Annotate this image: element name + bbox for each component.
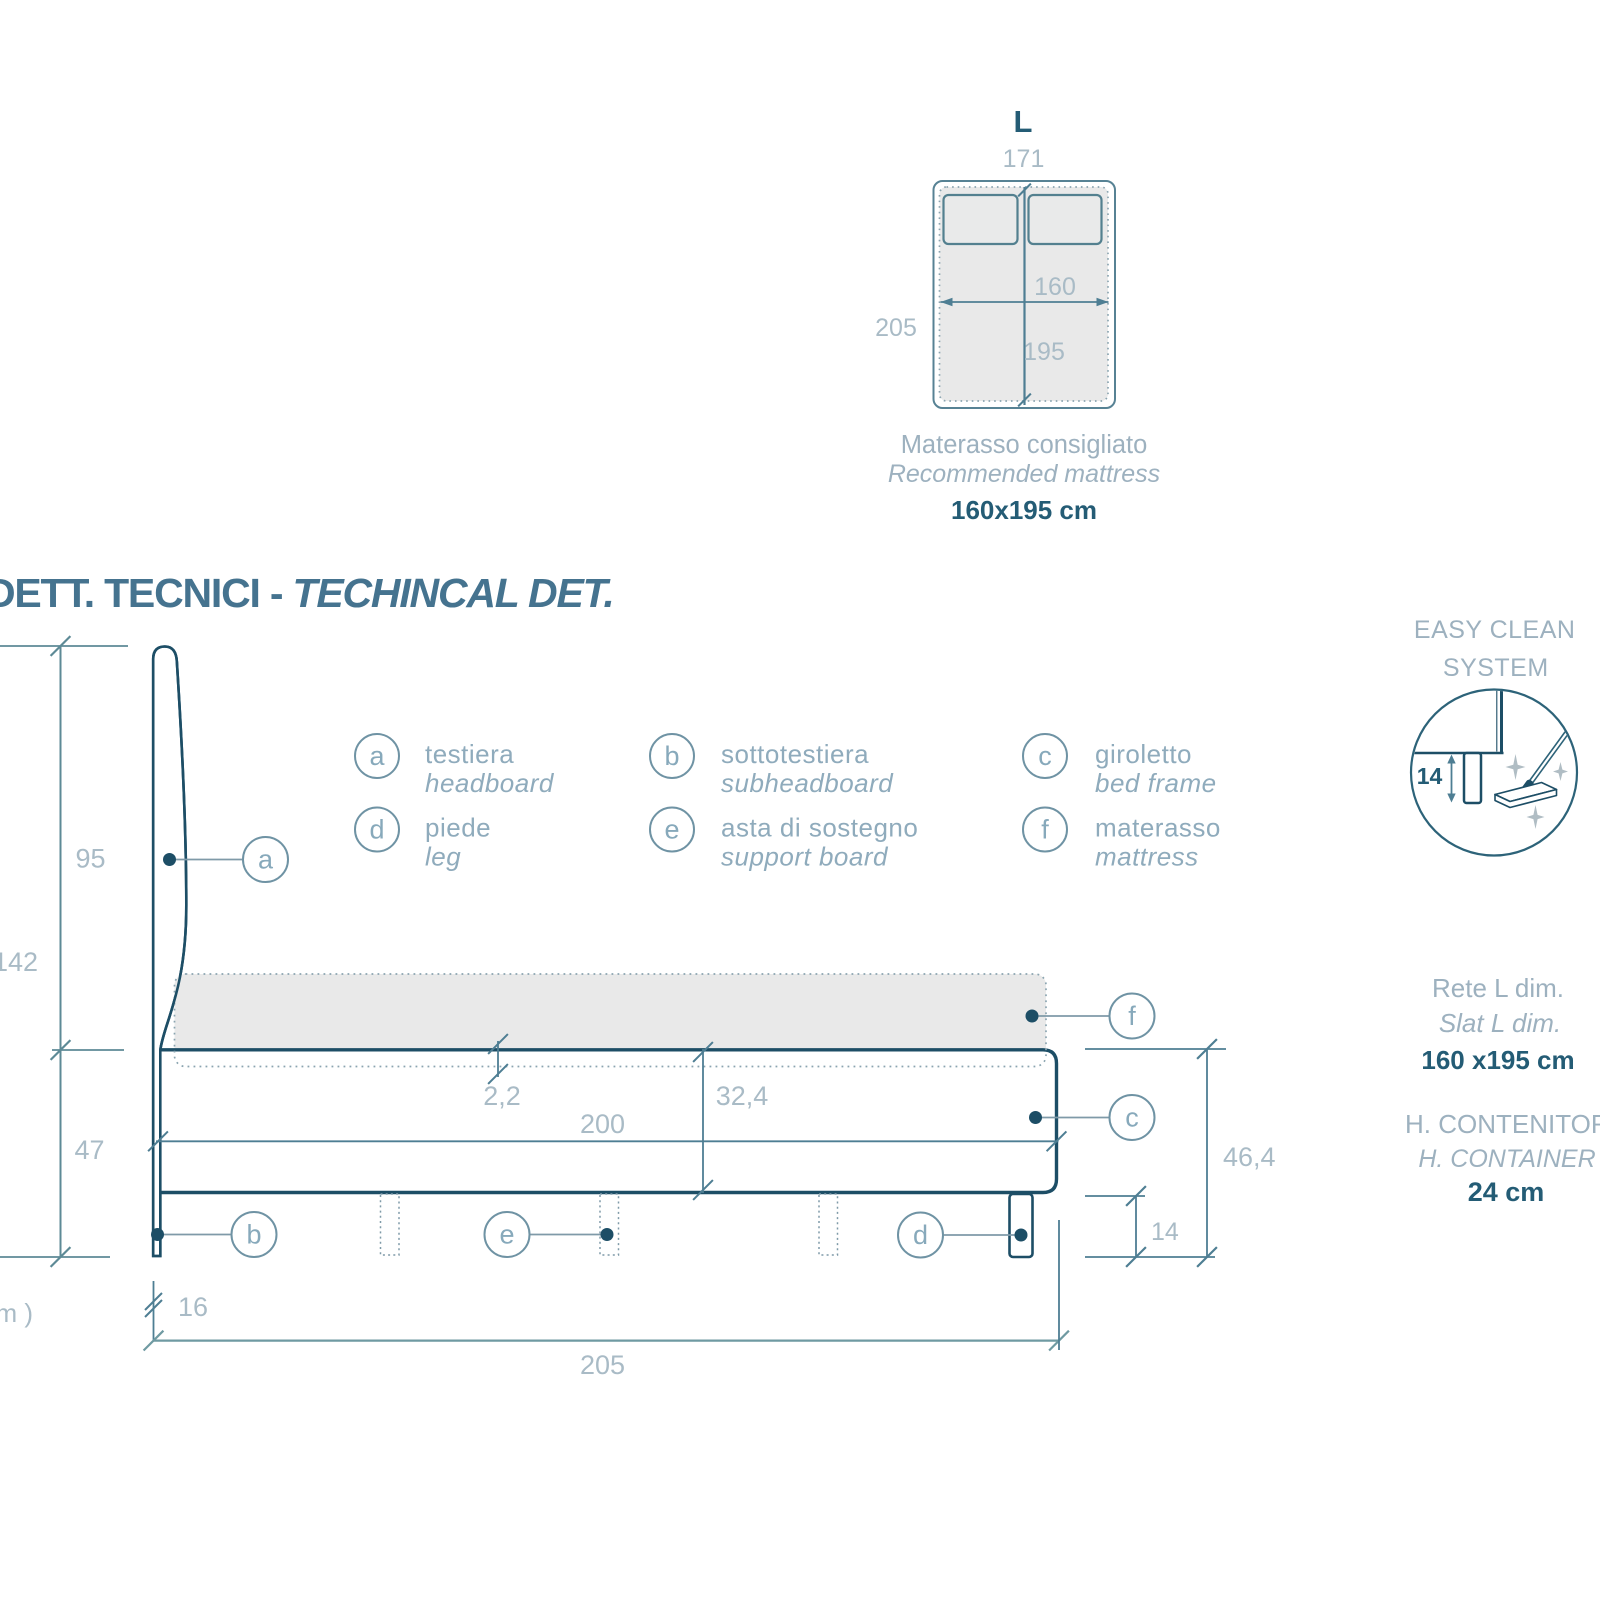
svg-text:195: 195: [1023, 338, 1065, 366]
svg-text:c: c: [1125, 1103, 1139, 1133]
svg-text:b: b: [664, 741, 679, 771]
svg-text:Recommended mattress: Recommended mattress: [888, 460, 1160, 488]
svg-text:32,4: 32,4: [716, 1081, 769, 1111]
svg-text:16: 16: [178, 1292, 208, 1322]
svg-text:EASY CLEAN: EASY CLEAN: [1414, 616, 1576, 644]
svg-text:support board: support board: [721, 842, 889, 872]
svg-text:( cm ): ( cm ): [0, 1298, 33, 1328]
svg-text:142: 142: [0, 947, 38, 977]
svg-text:a: a: [258, 845, 274, 875]
svg-text:piede: piede: [425, 813, 491, 843]
svg-text:bed frame: bed frame: [1095, 768, 1217, 798]
svg-text:SYSTEM: SYSTEM: [1443, 654, 1549, 682]
svg-text:Rete L dim.: Rete L dim.: [1432, 973, 1564, 1003]
svg-text:200: 200: [580, 1109, 625, 1139]
svg-text:asta di sostegno: asta di sostegno: [721, 813, 918, 843]
svg-text:d: d: [369, 815, 384, 845]
svg-text:H. CONTAINER: H. CONTAINER: [1418, 1145, 1595, 1173]
svg-text:materasso: materasso: [1095, 813, 1221, 843]
svg-text:47: 47: [74, 1135, 104, 1165]
svg-text:205: 205: [875, 314, 917, 342]
svg-text:Materasso consigliato: Materasso consigliato: [901, 431, 1148, 459]
svg-text:171: 171: [1003, 145, 1045, 173]
svg-text:d: d: [913, 1220, 928, 1250]
svg-text:160: 160: [1034, 273, 1076, 301]
svg-text:subheadboard: subheadboard: [721, 768, 894, 798]
svg-text:b: b: [246, 1220, 261, 1250]
svg-text:e: e: [499, 1220, 514, 1250]
svg-text:160x195 cm: 160x195 cm: [951, 495, 1097, 525]
svg-text:DETT. TECNICI - TECHINCAL DET.: DETT. TECNICI - TECHINCAL DET.: [0, 570, 614, 616]
svg-text:24 cm: 24 cm: [1468, 1177, 1545, 1207]
svg-text:testiera: testiera: [425, 739, 514, 769]
svg-text:f: f: [1041, 815, 1049, 845]
svg-text:a: a: [369, 741, 385, 771]
svg-text:e: e: [664, 815, 679, 845]
svg-text:mattress: mattress: [1095, 842, 1199, 872]
svg-text:Slat L dim.: Slat L dim.: [1439, 1008, 1561, 1038]
svg-text:giroletto: giroletto: [1095, 739, 1192, 769]
svg-text:95: 95: [75, 844, 105, 874]
svg-text:L: L: [1014, 104, 1033, 139]
svg-text:46,4: 46,4: [1223, 1142, 1276, 1172]
svg-text:H. CONTENITORE: H. CONTENITORE: [1405, 1109, 1600, 1139]
svg-text:f: f: [1128, 1001, 1136, 1031]
svg-text:14: 14: [1417, 763, 1443, 789]
svg-text:headboard: headboard: [425, 768, 555, 798]
svg-text:2,2: 2,2: [483, 1081, 521, 1111]
svg-text:14: 14: [1151, 1218, 1179, 1246]
svg-text:205: 205: [580, 1350, 625, 1380]
svg-text:160 x195 cm: 160 x195 cm: [1421, 1045, 1574, 1075]
svg-text:leg: leg: [425, 842, 461, 872]
svg-text:sottotestiera: sottotestiera: [721, 739, 869, 769]
svg-text:c: c: [1038, 741, 1052, 771]
